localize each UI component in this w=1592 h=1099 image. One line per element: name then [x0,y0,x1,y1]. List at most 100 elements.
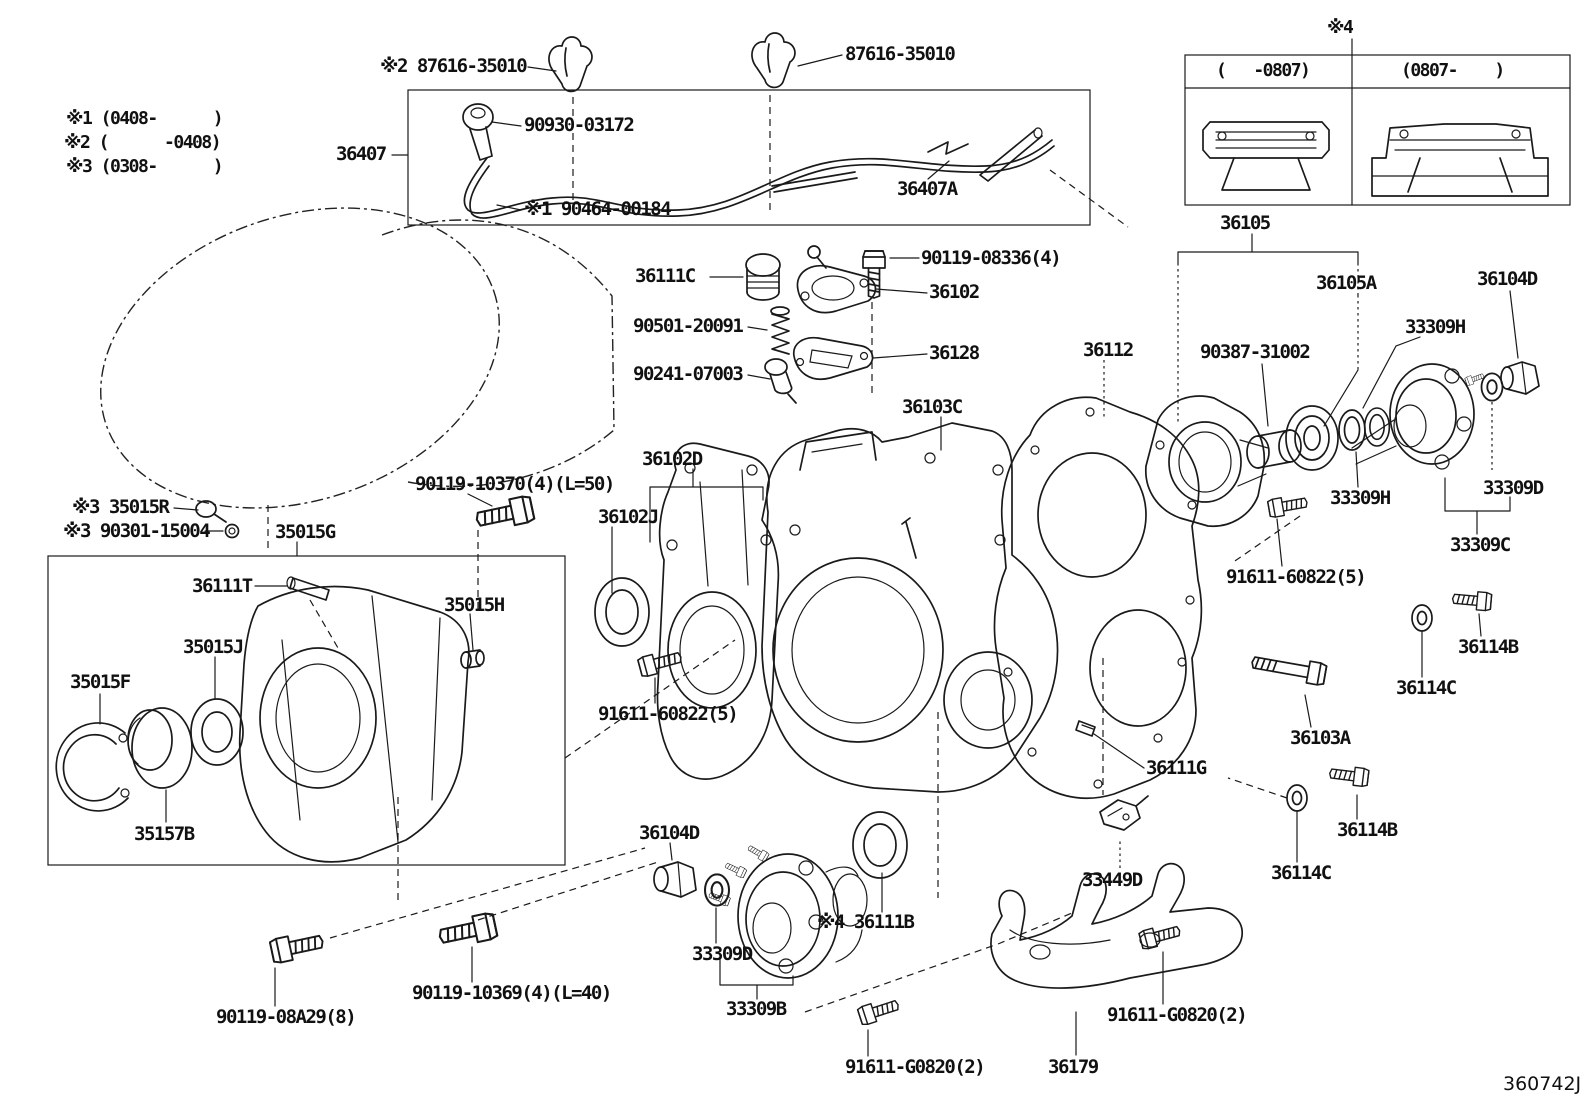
part-label: 35157B [134,823,195,845]
part-label: 36103C [902,396,963,418]
part-label: 36114C [1271,862,1332,884]
drawing-code: 360742J [1503,1073,1582,1095]
part-label: 90119-10369(4)(L=40) [412,982,612,1004]
part-label: 36104D [639,822,700,844]
part-label: 87616-35010 [845,43,956,65]
part-label: 90119-08A29(8) [216,1006,357,1028]
legend-note-1: ※1 (0408- ) [66,108,224,129]
variant-table-col-left: ( -0807) [1216,60,1311,81]
seal-ring-33309H-icon [1363,407,1391,447]
clamp-icon [548,32,796,93]
bearing-cup-icon [127,707,193,789]
oil-seal-icon [190,698,244,766]
washer-36114C-icon [1286,784,1308,812]
part-label: 36111T [192,575,253,597]
seal-36102J-icon [594,577,650,647]
part-label: 90119-10370(4)(L=50) [415,473,615,495]
part-label: 36112 [1083,339,1134,361]
gasket-36128-icon [792,336,874,380]
part-label: 91611-60822(5) [598,703,739,725]
part-label: 90501-20091 [633,315,744,337]
part-label: 36105A [1316,272,1377,294]
bolt-90119-08336-icon [862,250,886,299]
part-label: 33309C [1450,534,1511,556]
part-label: 36102 [929,281,980,303]
adapter-36102D-icon [656,442,780,780]
seal-early-icon [1202,121,1330,191]
bolt-91611-60822-left-icon [636,646,685,679]
part-label: 36103A [1290,727,1351,749]
part-label: ※1 90464-00184 [524,198,672,220]
part-label: 36128 [929,342,980,364]
variant-table-col-right: (0807- ) [1401,60,1505,81]
part-label: 35015J [183,636,244,658]
transfer-case-icon [761,422,1059,793]
bolt-90119-10369-icon [436,911,499,951]
variant-table-marker: ※4 [1327,17,1354,38]
part-label: 33309H [1330,487,1391,509]
part-label: ※2 87616-35010 [380,55,528,77]
part-label: 36114B [1458,636,1519,658]
plug-36111C-icon [745,253,781,301]
part-label: 35015H [444,594,505,616]
bolt-90119-08A29-icon [268,928,327,965]
part-label: 36102J [598,506,659,528]
leader-lines [99,38,1519,1057]
part-label: 33309D [1483,477,1544,499]
part-label: ※4 36111B [817,911,915,933]
part-label: 33449D [1082,869,1143,891]
variant-table-caption: 36105 [1220,212,1271,234]
plug-35015H-icon [460,649,485,669]
part-label: 33309B [726,998,787,1020]
part-label: 91611-G0820(2) [1107,1004,1248,1026]
spring-icon [770,306,790,355]
part-label: 91611-60822(5) [1226,566,1367,588]
washer-33309D-icon [1480,372,1504,402]
part-label: 33309H [1405,316,1466,338]
companion-flange-top-icon [1351,363,1486,470]
part-label: 36179 [1048,1056,1099,1078]
control-cover-icon [796,245,877,314]
part-label: 90119-08336(4) [921,247,1062,269]
part-label: 90930-03172 [524,114,635,136]
part-label: 36111G [1146,757,1207,779]
bearing-36111B-icon [852,811,908,879]
bolt-90119-10370-icon [473,494,536,534]
union-icon [462,103,494,161]
snap-ring-icon [55,722,130,812]
bolt-36114B-icon [1327,763,1370,788]
washer-33309D-bottom-icon [703,873,731,907]
part-label: 35015F [70,671,131,693]
part-label: 33309D [692,943,753,965]
part-label: 91611-G0820(2) [845,1056,986,1078]
oring-icon [224,523,240,539]
clip-36111G-icon [1075,720,1096,737]
part-label: 35015G [275,521,336,543]
bolt-36114B-icon [1451,588,1493,612]
seal-ring-33309H-icon [1338,409,1366,451]
projection-lines [267,95,1493,1013]
variant-table [1184,54,1571,206]
bolt-36103A-icon [1249,650,1328,687]
part-label: ※3 90301-15004 [63,520,211,542]
bushing-icon [1246,429,1302,469]
extension-housing-box [47,555,566,866]
bolt-91611-60822-icon [1266,492,1310,519]
tube-piece-36407A [771,127,1043,193]
part-label: 36102D [642,448,703,470]
part-label: 90241-07003 [633,363,744,385]
washer-36114C-icon [1411,604,1433,632]
part-label: 36407A [897,178,958,200]
part-label: 36114B [1337,819,1398,841]
companion-flange-bottom-icon [707,842,868,979]
breather-tube-box [407,32,1091,226]
gasket-36112-icon [993,396,1203,800]
legend-note-3: ※3 (0308- ) [66,156,224,177]
extension-housing-icon [238,585,470,863]
seal-late-icon [1371,123,1549,197]
part-label: 36104D [1477,268,1538,290]
transmission-phantom-outline [100,207,615,509]
retainer-36105-icon [1145,395,1269,528]
nut-36104D-icon [1500,361,1540,395]
